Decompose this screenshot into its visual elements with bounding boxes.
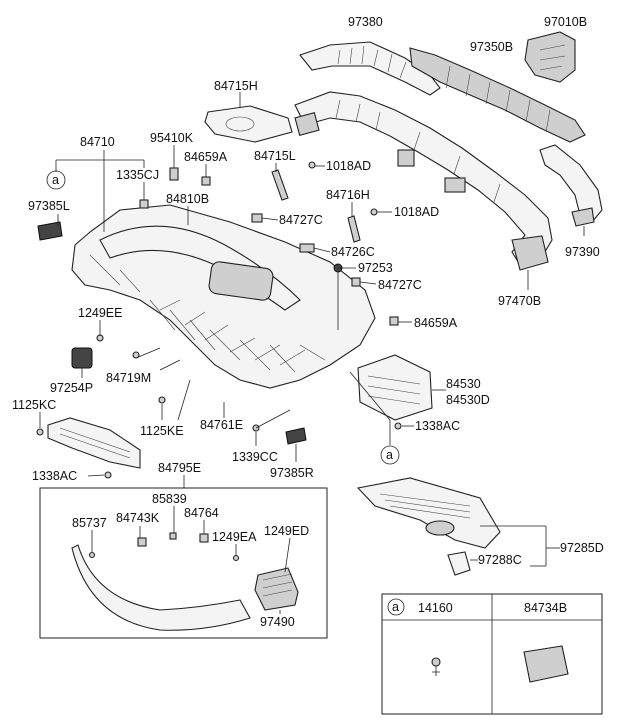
label-97490: 97490 [260,615,295,629]
duct-main [294,91,553,271]
label-84761E: 84761E [200,418,243,432]
label-97254P: 97254P [50,381,93,395]
group-box-84795E [39,487,328,639]
label-95410K: 95410K [150,131,194,145]
label-97470B: 97470B [498,294,541,308]
label-97288C: 97288C [478,553,522,567]
label-1249ED: 1249ED [264,524,309,538]
legend-callout-a: a [392,600,399,614]
callout-a-top: a [52,173,59,187]
label-84764: 84764 [184,506,219,520]
label-97350B: 97350B [470,40,513,54]
label-84726C: 84726C [331,245,375,259]
label-84727C-2: 84727C [378,278,422,292]
vent-97490 [254,567,299,611]
switch-97254P [71,347,93,369]
label-84659A-1: 84659A [184,150,228,164]
label-84743K: 84743K [116,511,160,525]
legend-pad-icon [523,645,569,683]
label-1335CJ: 1335CJ [116,168,159,182]
label-97285D: 97285D [560,541,604,555]
label-84659A-2: 84659A [414,316,458,330]
label-97380: 97380 [348,15,383,29]
label-97253: 97253 [358,261,393,275]
label-84715H: 84715H [214,79,258,93]
label-1249EE: 1249EE [78,306,122,320]
labels: 97380 97010B 97350B 84715H 84710 95410K … [12,15,604,629]
cover-84715H [204,105,293,143]
label-84710: 84710 [80,135,115,149]
duct-97380 [299,41,441,96]
label-1018AD-1: 1018AD [326,159,371,173]
label-85737: 85737 [72,516,107,530]
label-84727C-1: 84727C [279,213,323,227]
label-1338AC-1: 1338AC [415,419,460,433]
label-97385L: 97385L [28,199,70,213]
duct-97010B [524,31,576,83]
vent-97385L [37,221,63,241]
label-85839: 85839 [152,492,187,506]
label-84530D: 84530D [446,393,490,407]
label-84715L: 84715L [254,149,296,163]
legend-col2-header: 84734B [524,601,567,615]
label-84716H: 84716H [326,188,370,202]
vent-97385R [285,427,307,445]
duct-97288C [447,551,471,576]
label-84810B: 84810B [166,192,209,206]
legend-clip-icon [431,657,441,676]
label-1018AD-2: 1018AD [394,205,439,219]
panel-97285D [356,477,501,549]
legend-col1-header: 14160 [418,601,453,615]
glove-box-84530 [357,354,433,421]
label-1339CC: 1339CC [232,450,278,464]
label-1338AC-2: 1338AC [32,469,77,483]
label-97010B: 97010B [544,15,587,29]
label-1249EA: 1249EA [212,530,257,544]
bracket-lower-left [47,417,141,469]
label-84530: 84530 [446,377,481,391]
label-97390: 97390 [565,245,600,259]
legend-table [381,593,603,715]
label-97385R: 97385R [270,466,314,480]
callout-a-bottom: a [386,448,393,462]
fasteners [36,161,402,562]
label-84795E: 84795E [158,461,201,475]
crash-pad-84710 [71,204,376,389]
duct-97350B [409,47,586,143]
trim-84795E [71,544,251,631]
leader-lines [39,92,585,614]
duct-97390 [539,144,603,227]
label-1125KC: 1125KC [12,398,56,412]
label-1125KE: 1125KE [140,424,184,438]
label-84719M: 84719M [106,371,151,385]
